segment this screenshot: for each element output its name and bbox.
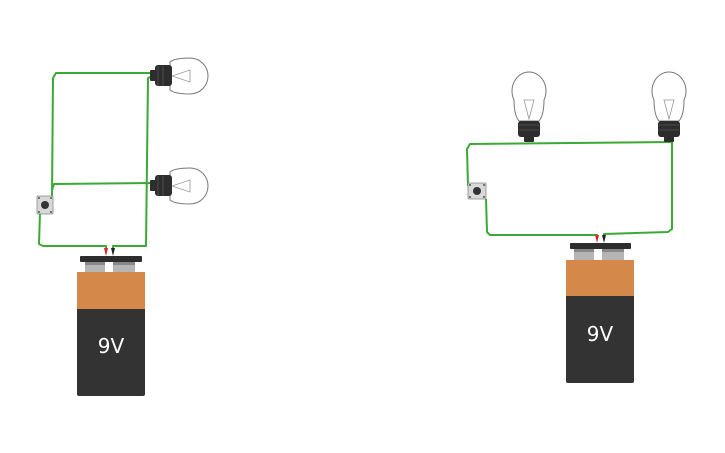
left-circuit: 9V bbox=[36, 57, 209, 396]
wire-right bbox=[603, 142, 673, 238]
left-battery-label: 9V bbox=[98, 334, 125, 358]
wire-top-loop bbox=[112, 75, 154, 249]
left-middle-bulb[interactable] bbox=[150, 167, 209, 205]
right-battery-label: 9V bbox=[587, 322, 614, 346]
wire-bottom-left bbox=[485, 198, 598, 238]
right-battery[interactable]: 9V bbox=[566, 235, 634, 383]
wire-middle bbox=[51, 182, 154, 191]
left-battery[interactable]: 9V bbox=[77, 248, 145, 396]
wire-bottom bbox=[38, 211, 107, 250]
left-wires[interactable] bbox=[38, 72, 154, 250]
right-left-bulb[interactable] bbox=[511, 71, 547, 142]
left-push-switch[interactable] bbox=[36, 195, 54, 215]
right-push-switch[interactable] bbox=[467, 182, 487, 200]
left-top-bulb[interactable] bbox=[150, 57, 209, 95]
wire-top-return bbox=[51, 72, 153, 198]
right-right-bulb[interactable] bbox=[651, 71, 687, 142]
right-wires[interactable] bbox=[466, 141, 673, 238]
wire-top bbox=[466, 141, 673, 187]
right-circuit: 9V bbox=[466, 71, 687, 383]
